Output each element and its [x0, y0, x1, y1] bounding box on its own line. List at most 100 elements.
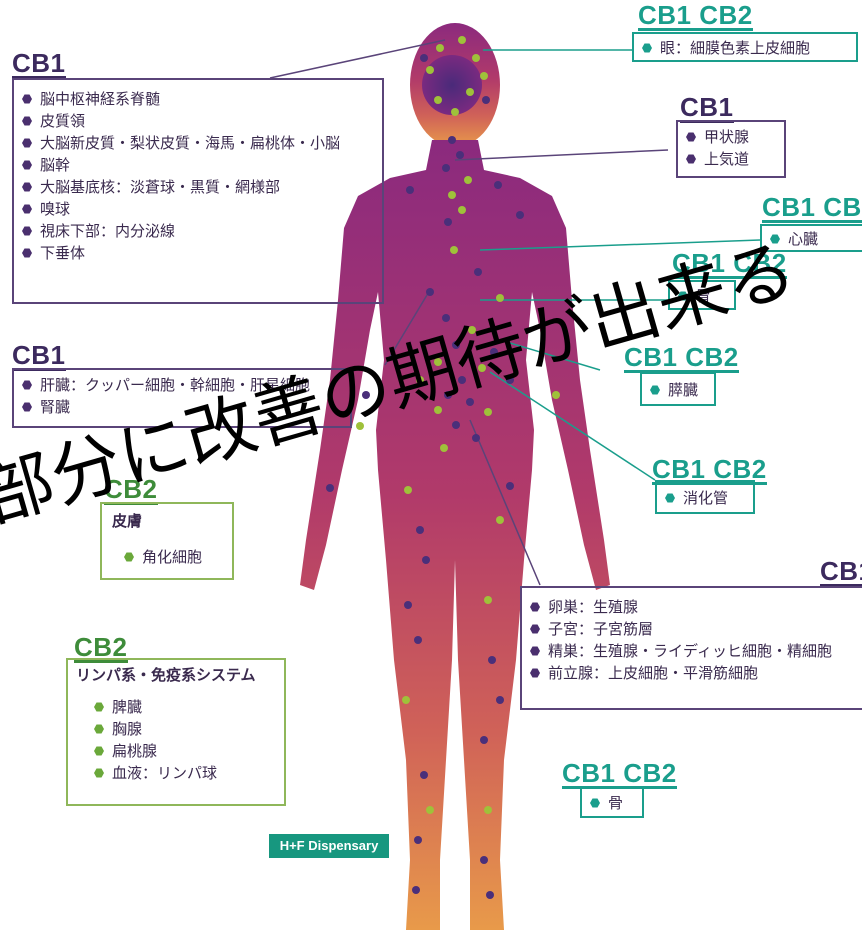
brain-item: 大脳新皮質・梨状皮質・海馬・扁桃体・小脳: [20, 132, 376, 154]
liver-box: 肝臓：クッパー細胞・幹細胞・肝星細胞腎臓: [12, 368, 352, 428]
stomach-header: CB1 CB2: [672, 248, 787, 279]
item-label: 胸腺: [112, 720, 143, 738]
pancreas-header: CB1 CB2: [624, 342, 739, 373]
pancreas-item: 膵臓: [648, 379, 708, 401]
skin-box: 皮膚 角化細胞: [100, 502, 234, 580]
cb1-receptor-dot: [474, 268, 482, 276]
brain-item: 嗅球: [20, 198, 376, 220]
brain-item: 脳幹: [20, 154, 376, 176]
lymph-item: 扁桃腺: [92, 740, 276, 762]
item-label: 眼：細膜色素上皮細胞: [660, 39, 811, 57]
thyroid-header: CB1: [680, 92, 734, 123]
cb2-receptor-dot: [404, 486, 412, 494]
cb1-receptor-dot: [506, 482, 514, 490]
item-label: 心臓: [788, 230, 819, 248]
gut-box: 消化管: [655, 480, 755, 514]
hexagon-bullet-icon: [22, 204, 32, 214]
item-label: 角化細胞: [142, 548, 203, 566]
repro-item: 子宮：子宮筋層: [528, 618, 862, 640]
cb1-receptor-dot: [448, 136, 456, 144]
cb2-receptor-dot: [402, 696, 410, 704]
receptor-dots: [326, 36, 560, 899]
hexagon-bullet-icon: [590, 798, 600, 808]
hexagon-bullet-icon: [530, 602, 540, 612]
item-label: 精巣：生殖腺・ライディッヒ細胞・精細胞: [548, 642, 832, 660]
lymph-item: 血液：リンパ球: [92, 762, 276, 784]
hexagon-bullet-icon: [22, 248, 32, 258]
cb2-receptor-dot: [480, 72, 488, 80]
hexagon-bullet-icon: [22, 226, 32, 236]
brain-item: 皮質領: [20, 110, 376, 132]
item-label: 肝臓：クッパー細胞・幹細胞・肝星細胞: [40, 376, 311, 394]
stomach-item: 胃: [676, 285, 728, 307]
heart-header: CB1 CB: [762, 192, 862, 223]
cb1-receptor-dot: [444, 218, 452, 226]
item-label: 卵巣：生殖腺: [548, 598, 639, 616]
hexagon-bullet-icon: [22, 138, 32, 148]
eye-box: 眼：細膜色素上皮細胞: [632, 32, 858, 62]
hexagon-bullet-icon: [124, 552, 134, 562]
cb2-receptor-dot: [472, 54, 480, 62]
cb2-receptor-dot: [458, 206, 466, 214]
cb1-receptor-dot: [406, 186, 414, 194]
gut-header: CB1 CB2: [652, 454, 767, 485]
item-label: 大脳基底核：淡蒼球・黒質・網様部: [40, 178, 281, 196]
cb2-receptor-dot: [484, 806, 492, 814]
item-label: 前立腺：上皮細胞・平滑筋細胞: [548, 664, 759, 682]
cb1-receptor-dot: [486, 891, 494, 899]
hexagon-bullet-icon: [650, 385, 660, 395]
cb1-receptor-dot: [412, 886, 420, 894]
cb2-receptor-dot: [426, 66, 434, 74]
cb2-receptor-dot: [356, 422, 364, 430]
thyroid-item: 上気道: [684, 148, 778, 170]
item-label: 脳中枢神経系脊髄: [40, 90, 161, 108]
heart-box: 心臓: [760, 224, 862, 252]
brain-item: 視床下部：内分泌線: [20, 220, 376, 242]
lymph-item: 胸腺: [92, 718, 276, 740]
hexagon-bullet-icon: [22, 402, 32, 412]
cb2-receptor-dot: [448, 191, 456, 199]
cb1-receptor-dot: [452, 421, 460, 429]
thyroid-item: 甲状腺: [684, 126, 778, 148]
cb1-receptor-dot: [426, 288, 434, 296]
liver-item: 腎臓: [20, 396, 344, 418]
item-label: 嗅球: [40, 200, 71, 218]
cb1-receptor-dot: [480, 856, 488, 864]
cb1-receptor-dot: [416, 526, 424, 534]
hexagon-bullet-icon: [22, 94, 32, 104]
cb1-receptor-dot: [420, 771, 428, 779]
bone-header: CB1 CB2: [562, 758, 677, 789]
cb1-receptor-dot: [482, 96, 490, 104]
item-label: 骨: [608, 794, 624, 812]
hexagon-bullet-icon: [530, 668, 540, 678]
connector-lines-teal: [479, 49, 761, 481]
cb2-receptor-dot: [464, 176, 472, 184]
item-label: 甲状腺: [704, 128, 750, 146]
cb2-receptor-dot: [436, 44, 444, 52]
hexagon-bullet-icon: [686, 154, 696, 164]
cb1-receptor-dot: [362, 391, 370, 399]
cb2-receptor-dot: [478, 364, 486, 372]
cb2-receptor-dot: [458, 36, 466, 44]
lymph-box: リンパ系・免疫系システム 脾臓胸腺扁桃腺血液：リンパ球: [66, 658, 286, 806]
cb1-receptor-dot: [494, 181, 502, 189]
stomach-box: 胃: [668, 280, 736, 310]
cb1-receptor-dot: [420, 54, 428, 62]
cb2-receptor-dot: [552, 391, 560, 399]
hexagon-bullet-icon: [94, 746, 104, 756]
hexagon-bullet-icon: [22, 160, 32, 170]
cb2-receptor-dot: [451, 108, 459, 116]
cb2-receptor-dot: [468, 326, 476, 334]
repro-box: 卵巣：生殖腺子宮：子宮筋層精巣：生殖腺・ライディッヒ細胞・精細胞前立腺：上皮細胞…: [520, 586, 862, 710]
item-label: 胃: [696, 287, 712, 305]
item-label: 扁桃腺: [112, 742, 158, 760]
dispensary-logo: H+F Dispensary: [269, 834, 389, 858]
connector-lines: [269, 39, 669, 586]
cb1-receptor-dot: [404, 601, 412, 609]
cb1-receptor-dot: [414, 636, 422, 644]
item-label: 脾臓: [112, 698, 143, 716]
cb1-receptor-dot: [442, 164, 450, 172]
cb1-receptor-dot: [326, 484, 334, 492]
item-label: 上気道: [704, 150, 750, 168]
bone-box: 骨: [580, 786, 644, 818]
